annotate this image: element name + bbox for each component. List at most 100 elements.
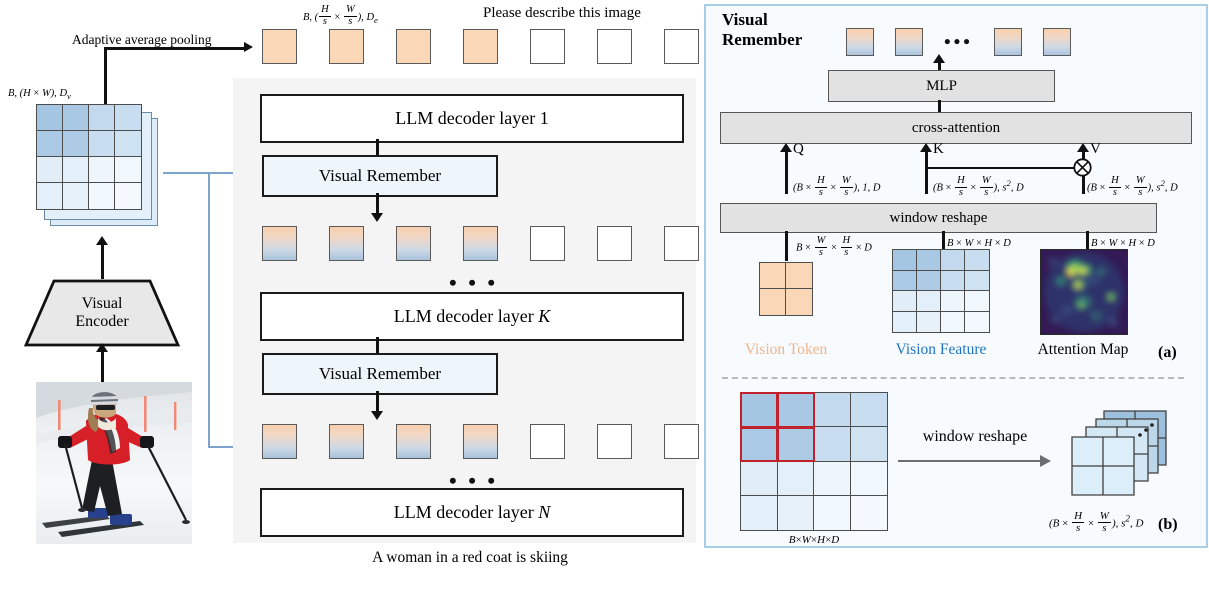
- token-white-m1: [530, 226, 565, 261]
- token-grad-b4: [463, 424, 498, 459]
- k-label: K: [933, 141, 944, 157]
- token-orange-3: [396, 29, 431, 64]
- visual-remember-label-1: Visual Remember: [318, 166, 442, 185]
- pooling-arrow-vertical: [104, 48, 107, 106]
- v-label: V: [1090, 141, 1101, 157]
- token-white-b2: [597, 424, 632, 459]
- circle-times-icon: [1073, 158, 1092, 177]
- attention-map-image: [1040, 249, 1128, 335]
- q-arrow: [785, 150, 788, 194]
- visual-encoder-label-line1: Visual: [81, 295, 123, 313]
- cross-attention-label: cross-attention: [911, 119, 1001, 136]
- token-grad-m2: [329, 226, 364, 261]
- panel-b-reshape-arrow-head: [1040, 455, 1051, 467]
- vision-feature-grid-left: [36, 104, 142, 210]
- vr1-to-tokens-arrow-head: [371, 213, 383, 222]
- blue-connector-top-horizontal: [163, 172, 243, 175]
- panel-a-title: Visual Remember: [722, 10, 802, 50]
- panel-a-title-line2: Remember: [722, 30, 803, 50]
- llm-ellipsis-bottom: • • •: [449, 468, 499, 493]
- llm-decoder-layer-n-label: LLM decoder layer N: [393, 502, 551, 522]
- window-reshape-block-a[interactable]: window reshape: [720, 203, 1157, 233]
- mlp-label: MLP: [926, 77, 957, 94]
- vision-feature-caption: Vision Feature: [895, 341, 987, 358]
- token-to-reshape-line: [785, 231, 788, 261]
- vision-feature-stack: [36, 104, 166, 229]
- mlp-to-tokens-arrow: [938, 60, 941, 74]
- token-white-2: [597, 29, 632, 64]
- token-grad-b1: [262, 424, 297, 459]
- token-grad-b3: [396, 424, 431, 459]
- visual-remember-block-2[interactable]: Visual Remember: [262, 353, 498, 395]
- token-grad-m3: [396, 226, 431, 261]
- model-answer-text: A woman in a red coat is skiing: [372, 549, 568, 566]
- token-grad-m1: [262, 226, 297, 261]
- ski-photo-graphic: [36, 382, 192, 544]
- q-arrow-head: [780, 143, 792, 152]
- token-white-1: [530, 29, 565, 64]
- attention-map-caption: Attention Map: [1037, 341, 1129, 358]
- top-token-row: [262, 29, 699, 64]
- llm-decoder-layer-k-label: LLM decoder layer K: [393, 306, 551, 326]
- llm-ellipsis-top: • • •: [449, 270, 499, 295]
- token-white-m2: [597, 226, 632, 261]
- mlp-block[interactable]: MLP: [828, 70, 1055, 102]
- visual-encoder-block[interactable]: Visual Encoder: [23, 279, 181, 347]
- panel-a-title-line1: Visual: [722, 10, 768, 29]
- k-arrow: [925, 150, 928, 194]
- out-token-3: [993, 28, 1022, 56]
- token-white-3: [664, 29, 699, 64]
- token-grad-m4: [463, 226, 498, 261]
- blue-connector-vertical: [208, 172, 211, 448]
- q-label: Q: [793, 141, 804, 157]
- token-orange-1: [262, 29, 297, 64]
- llm-decoder-layer-1[interactable]: LLM decoder layer 1: [260, 94, 684, 143]
- attention-heatmap-graphic: [1041, 250, 1127, 334]
- out-token-1: [846, 28, 874, 56]
- adaptive-average-pooling-label: Adaptive average pooling: [72, 32, 212, 47]
- llm-decoder-layer-n[interactable]: LLM decoder layer N LLM decoder layer N: [260, 488, 684, 537]
- token-white-b1: [530, 424, 565, 459]
- token-white-b3: [664, 424, 699, 459]
- prompt-text: Please describe this image: [483, 5, 641, 21]
- llm-decoder-layer-k[interactable]: LLM decoder layer K LLM decoder layer K: [260, 292, 684, 341]
- mid-token-row: [262, 226, 699, 261]
- blue-connector-bottom-horizontal: [208, 446, 243, 449]
- vr2-to-tokens-arrow: [376, 391, 379, 413]
- panel-b-reshape-arrow-line: [898, 460, 1040, 463]
- image-to-encoder-arrow-head: [96, 343, 108, 352]
- panel-a-output-tokens: •••: [846, 28, 1071, 56]
- visual-remember-label-2: Visual Remember: [318, 364, 442, 383]
- visual-encoder-label-line2: Encoder: [75, 313, 129, 330]
- feature-to-reshape-line: [942, 231, 945, 249]
- pooling-arrow-horizontal: [104, 47, 244, 50]
- token-grad-b2: [329, 424, 364, 459]
- out-token-2: [895, 28, 923, 56]
- panel-b-in-shape-label: B × W × H × D: [788, 534, 840, 546]
- panel-b-output-stack: [1060, 405, 1180, 505]
- panel-divider: [722, 377, 1184, 379]
- encoder-to-feature-arrow: [101, 243, 104, 279]
- attn-in-shape-label: B × W × H × D: [1091, 238, 1155, 249]
- input-image[interactable]: [36, 382, 192, 544]
- encoder-output-shape-label: B, (H × W), Dv: [8, 88, 71, 102]
- attn-to-reshape-line: [1086, 231, 1089, 249]
- vision-token-grid: [759, 262, 813, 316]
- out-token-ellipsis: •••: [944, 31, 973, 53]
- panel-a-tag: (a): [1158, 344, 1177, 361]
- panel-b-tag: (b): [1158, 516, 1178, 533]
- multiply-node-icon: [1073, 158, 1092, 177]
- panel-b-output-stack-graphic: [1071, 410, 1167, 496]
- visual-encoder-shape: [23, 279, 181, 347]
- feature-in-shape-label: B × W × H × D: [947, 238, 1011, 249]
- cross-attention-block[interactable]: cross-attention: [720, 112, 1192, 144]
- vision-token-caption: Vision Token: [744, 341, 828, 358]
- visual-remember-block-1[interactable]: Visual Remember: [262, 155, 498, 197]
- k-to-multiply-line: [925, 167, 1074, 169]
- encoder-to-feature-arrow-head: [96, 236, 108, 245]
- token-orange-2: [329, 29, 364, 64]
